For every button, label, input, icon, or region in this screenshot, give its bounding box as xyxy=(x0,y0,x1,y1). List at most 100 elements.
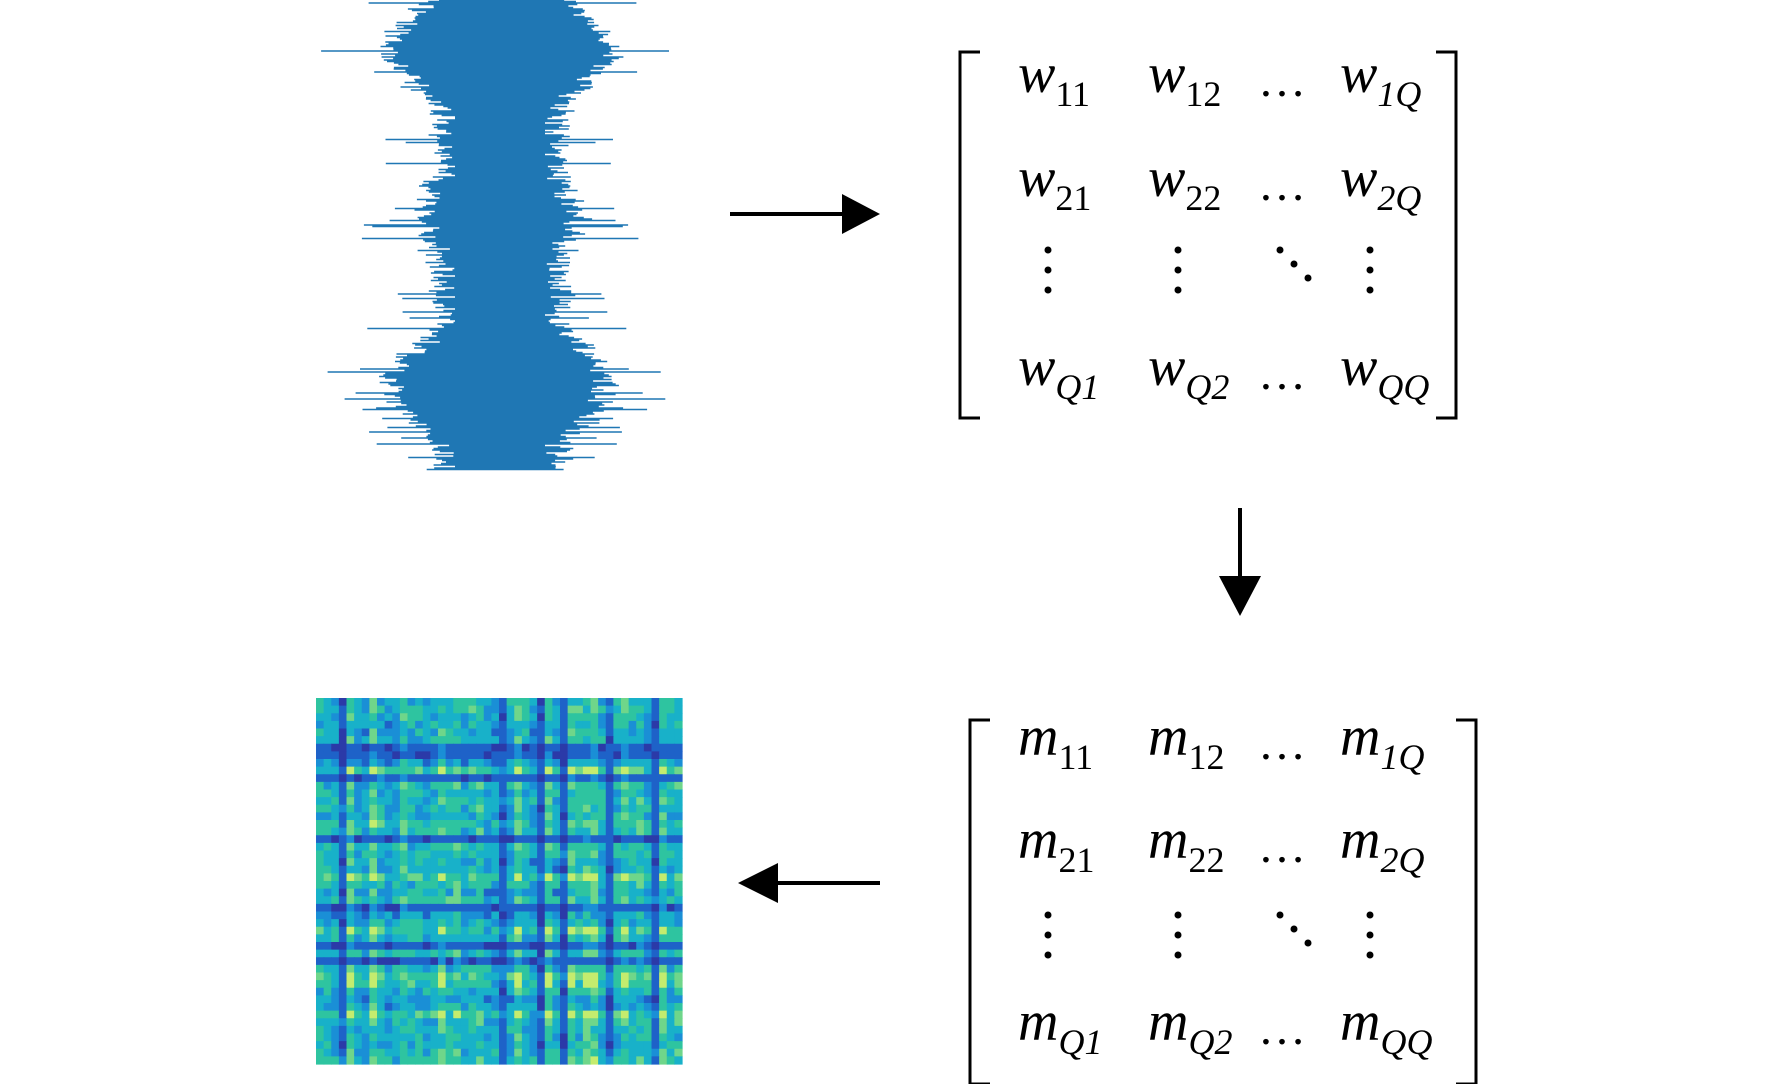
arrow-down-icon xyxy=(1219,508,1261,616)
heatmap-cell xyxy=(392,705,401,714)
heatmap-cell xyxy=(445,964,454,974)
heatmap-cell xyxy=(422,751,431,760)
heatmap-cell xyxy=(560,850,569,859)
heatmap-cell xyxy=(506,949,515,958)
heatmap-cell xyxy=(392,903,401,913)
heatmap-cell xyxy=(643,1041,653,1050)
heatmap-cell xyxy=(415,1056,424,1065)
heatmap-cell xyxy=(399,835,409,844)
heatmap-cell xyxy=(323,903,332,913)
heatmap-cell xyxy=(514,820,523,829)
heatmap-cell xyxy=(316,881,325,890)
heatmap-cell xyxy=(621,713,630,722)
heatmap-cell xyxy=(575,926,584,935)
heatmap-cell xyxy=(621,751,630,760)
heatmap-cell xyxy=(438,987,447,996)
heatmap-cell xyxy=(323,820,332,829)
heatmap-cell xyxy=(354,1056,363,1065)
heatmap-cell xyxy=(422,827,431,836)
heatmap-cell xyxy=(483,972,492,981)
heatmap-cell xyxy=(537,751,546,760)
heatmap-cell xyxy=(628,774,637,783)
heatmap-cell xyxy=(666,934,675,943)
heatmap-cell xyxy=(346,919,355,928)
heatmap-cell xyxy=(529,743,538,752)
heatmap-cell xyxy=(659,759,668,768)
heatmap-cell xyxy=(430,987,439,996)
heatmap-cell xyxy=(552,865,561,874)
heatmap-cell xyxy=(514,865,523,874)
heatmap-cell xyxy=(544,774,553,783)
heatmap-cell xyxy=(514,1018,523,1027)
heatmap-cell xyxy=(590,820,599,829)
heatmap-cell xyxy=(605,873,614,882)
heatmap-cell xyxy=(468,980,477,989)
heatmap-cell xyxy=(476,1018,485,1027)
heatmap-cell xyxy=(468,1056,477,1065)
heatmap-cell xyxy=(506,987,515,996)
heatmap-cell xyxy=(544,903,553,913)
heatmap-cell xyxy=(621,1025,630,1035)
heatmap-cell xyxy=(407,903,416,913)
heatmap-cell xyxy=(392,881,401,890)
heatmap-cell xyxy=(430,774,439,783)
heatmap-cell xyxy=(552,728,561,737)
heatmap-cell xyxy=(521,842,531,852)
vdots xyxy=(1174,286,1182,294)
heatmap-cell xyxy=(575,934,584,943)
heatmap-cell xyxy=(384,919,393,928)
heatmap-cell xyxy=(338,888,348,897)
heatmap-cell xyxy=(529,873,538,882)
heatmap-cell xyxy=(575,980,584,989)
heatmap-cell xyxy=(430,1056,439,1065)
heatmap-cell xyxy=(598,957,607,966)
heatmap-cell xyxy=(560,820,569,829)
heatmap-cell xyxy=(521,820,531,829)
heatmap-cell xyxy=(590,919,599,928)
heatmap-cell xyxy=(369,766,378,775)
heatmap-cell xyxy=(636,1033,645,1042)
heatmap-cell xyxy=(384,812,393,821)
heatmap-cell xyxy=(544,1056,553,1065)
heatmap-cell xyxy=(323,934,332,943)
heatmap-cell xyxy=(613,896,622,905)
heatmap-cell xyxy=(415,1018,424,1027)
heatmap-cell xyxy=(499,1048,508,1057)
heatmap-cell xyxy=(659,774,668,783)
heatmap-cell xyxy=(422,812,431,821)
heatmap-cell xyxy=(399,919,409,928)
vdots xyxy=(1174,911,1182,919)
heatmap-cell xyxy=(491,720,500,730)
heatmap-cell xyxy=(521,759,531,768)
heatmap-cell xyxy=(445,728,454,737)
heatmap-cell xyxy=(575,797,584,806)
heatmap-cell xyxy=(422,926,431,935)
heatmap-cell xyxy=(544,789,553,798)
heatmap-cell xyxy=(445,820,454,829)
heatmap-cell xyxy=(399,903,409,913)
heatmap-cell xyxy=(651,842,660,852)
heatmap-cell xyxy=(392,957,401,966)
heatmap-cell xyxy=(369,1041,378,1050)
heatmap-cell xyxy=(369,804,378,813)
heatmap-cell xyxy=(407,827,416,836)
heatmap-cell xyxy=(491,713,500,722)
heatmap-cell xyxy=(476,1033,485,1042)
heatmap-cell xyxy=(567,698,576,707)
heatmap-cell xyxy=(377,865,386,874)
heatmap-cell xyxy=(331,995,340,1004)
heatmap-cell xyxy=(453,949,462,958)
heatmap-cell xyxy=(399,1025,409,1035)
heatmap-cell xyxy=(422,858,431,867)
heatmap-cell xyxy=(529,1018,538,1027)
heatmap-cell xyxy=(560,751,569,760)
heatmap-cell xyxy=(483,881,492,890)
heatmap-cell xyxy=(460,957,470,966)
heatmap-cell xyxy=(392,888,401,897)
heatmap-cell xyxy=(422,980,431,989)
heatmap-cell xyxy=(499,781,508,791)
heatmap-cell xyxy=(415,827,424,836)
matrix-entry: m22 xyxy=(1148,809,1224,880)
heatmap-cell xyxy=(605,713,614,722)
heatmap-cell xyxy=(361,1048,370,1057)
